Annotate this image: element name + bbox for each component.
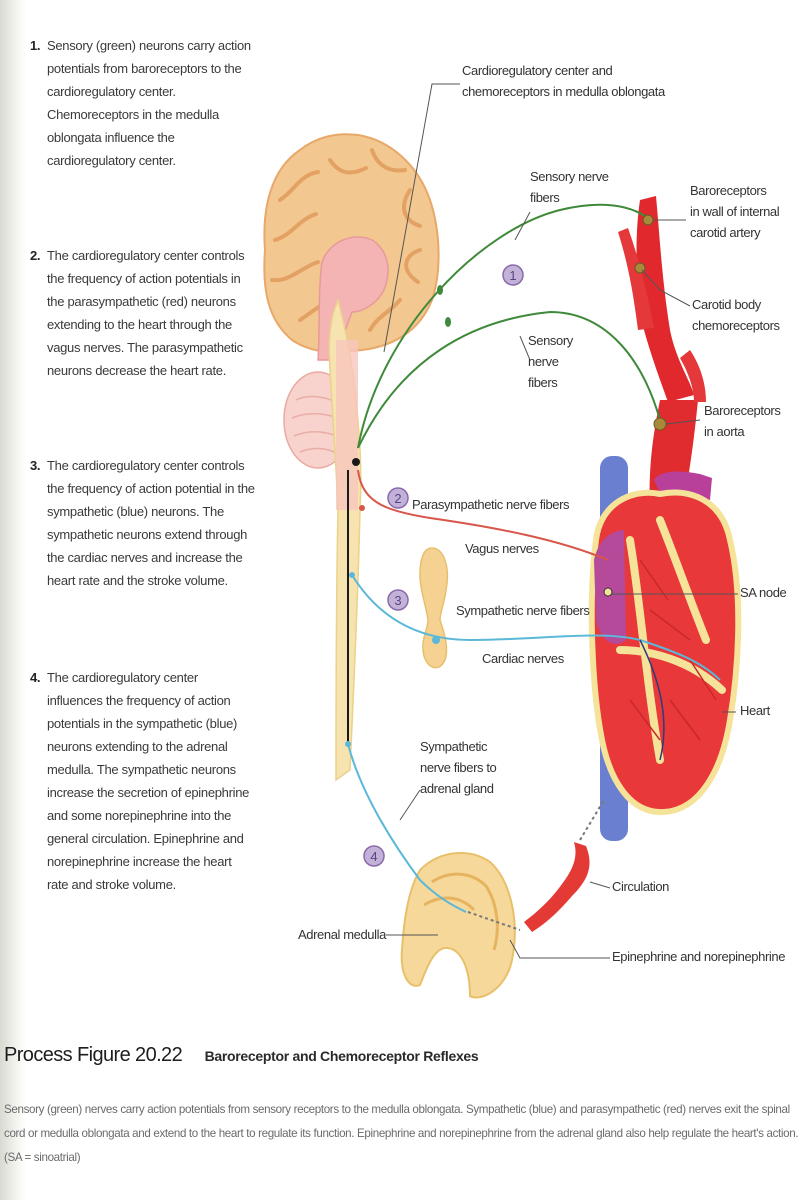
svg-text:1: 1 — [509, 268, 516, 283]
step-3: 3. The cardioregulatory center controls … — [30, 454, 256, 592]
adrenal-gland-illustration — [400, 852, 516, 999]
receptor-markers — [345, 214, 667, 747]
reflex-diagram: 1 2 3 4 — [263, 83, 742, 999]
label-vagus-nerves: Vagus nerves — [465, 541, 539, 556]
figure-number: Process Figure 20.22 — [4, 1044, 183, 1066]
badge-2: 2 — [387, 487, 409, 509]
step-2: 2. The cardioregulatory center controls … — [30, 244, 256, 382]
badge-3: 3 — [387, 589, 409, 611]
label-epinephrine-norepinephrine: Epinephrine and norepinephrine — [612, 949, 786, 964]
step-text: The cardioregulatory center controls the… — [47, 458, 255, 588]
figure-caption: Sensory (green) nerves carry action pote… — [4, 1103, 799, 1164]
label-parasympathetic-nerve-fibers: Parasympathetic nerve fibers — [412, 497, 570, 512]
svg-text:4: 4 — [370, 849, 377, 864]
label-heart: Heart — [740, 703, 770, 718]
svg-text:2: 2 — [394, 491, 401, 506]
label-baroreceptors-aorta: Baroreceptors in aorta — [704, 403, 781, 439]
badge-1: 1 — [502, 264, 524, 286]
step-number: 3. — [30, 458, 41, 473]
label-circulation: Circulation — [612, 879, 670, 894]
badge-4: 4 — [363, 845, 385, 867]
step-text: The cardioregulatory center controls the… — [47, 248, 245, 378]
label-sympathetic-to-adrenal: Sympathetic nerve fibers to adrenal glan… — [420, 739, 497, 796]
label-baroreceptors-carotid: Baroreceptors in wall of internal caroti… — [690, 183, 780, 240]
step-number: 2. — [30, 248, 41, 263]
step-1: 1. Sensory (green) neurons carry action … — [30, 34, 256, 172]
leader-lines — [383, 83, 738, 959]
sympathetic-ganglion-illustration — [419, 547, 449, 669]
figure-name: Baroreceptor and Chemoreceptor Reflexes — [204, 1048, 479, 1064]
step-number: 4. — [30, 670, 41, 685]
step-text: Sensory (green) neurons carry action pot… — [47, 38, 251, 168]
page-edge-shadow — [0, 0, 26, 1200]
step-4: 4. The cardioregulatory center influence… — [30, 666, 256, 896]
step-badges: 1 2 3 4 — [363, 264, 524, 867]
brain-illustration — [263, 133, 440, 782]
step-text: The cardioregulatory center influences t… — [47, 670, 250, 892]
circulation-illustration — [524, 842, 590, 932]
label-sa-node: SA node — [740, 585, 787, 600]
nerve-pathways — [347, 203, 721, 931]
figure-title: Process Figure 20.22 Baroreceptor and Ch… — [4, 1044, 479, 1067]
label-cardiac-nerves: Cardiac nerves — [482, 651, 564, 666]
label-sympathetic-nerve-fibers: Sympathetic nerve fibers — [456, 603, 590, 618]
label-cardioregulatory-center: Cardioregulatory center and chemorecepto… — [462, 63, 665, 99]
label-carotid-body-chemoreceptors: Carotid body chemoreceptors — [692, 297, 780, 333]
step-number: 1. — [30, 38, 41, 53]
svg-text:3: 3 — [394, 593, 401, 608]
label-sensory-nerve-fibers-top: Sensory nerve fibers — [530, 169, 609, 205]
label-sensory-nerve-fibers-mid: Sensory nerve fibers — [528, 333, 573, 390]
heart-illustration — [588, 489, 742, 816]
label-adrenal-medulla: Adrenal medulla — [298, 927, 386, 942]
